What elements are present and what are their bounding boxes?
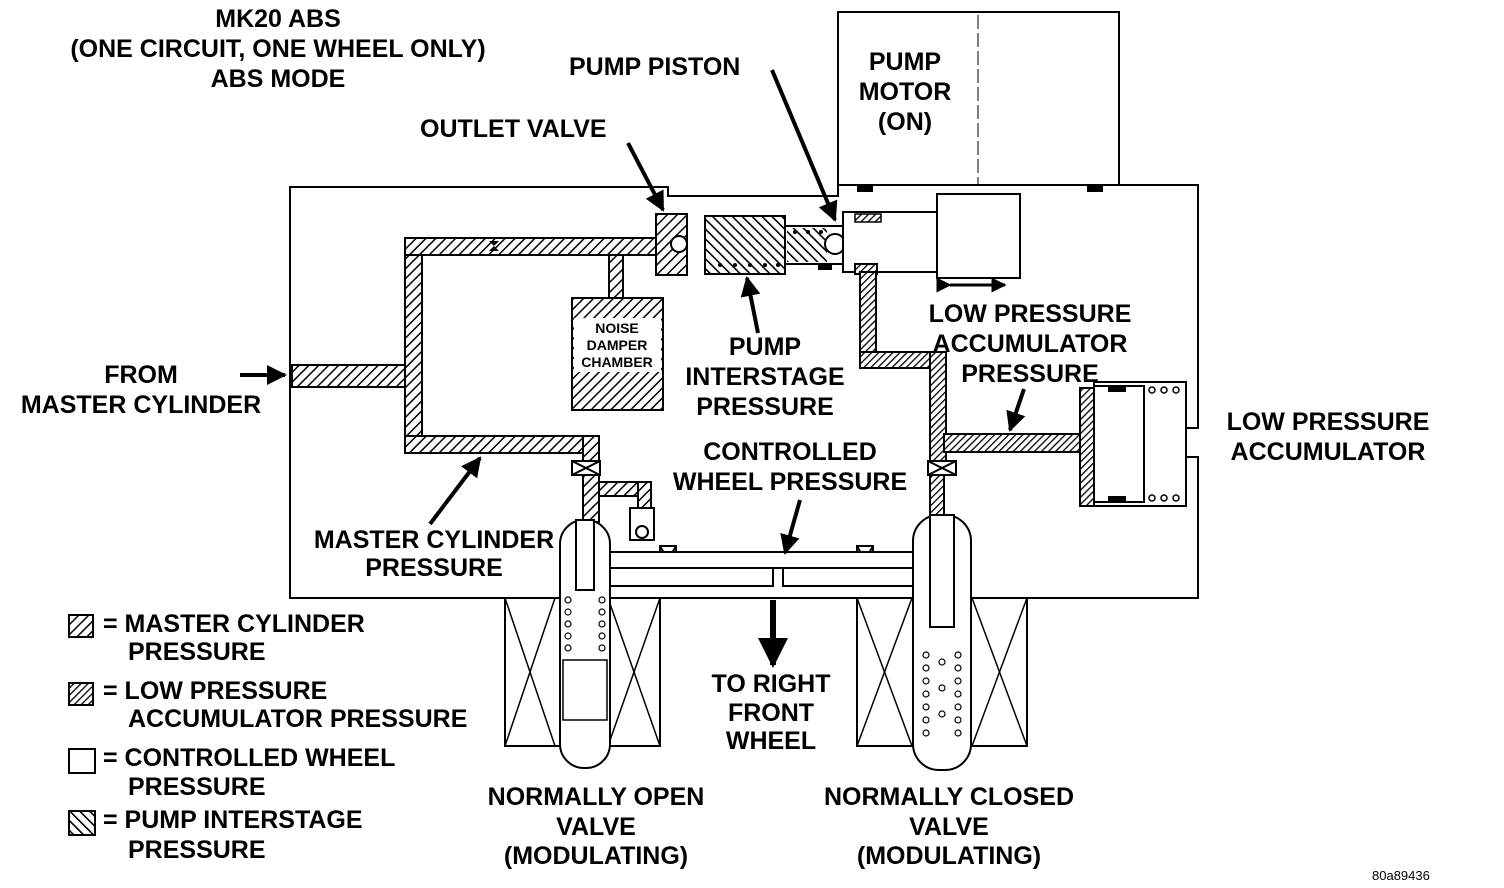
title-line-1: MK20 ABS <box>215 5 341 33</box>
label-lpa: LOW PRESSURE ACCUMULATOR <box>1227 408 1430 466</box>
arrows <box>240 69 1026 668</box>
pump-piston <box>842 193 1021 293</box>
svg-text:ACCUMULATOR PRESSURE: ACCUMULATOR PRESSURE <box>128 705 467 733</box>
svg-text:PRESSURE: PRESSURE <box>128 773 266 801</box>
label-to-right-front: TO RIGHT FRONT WHEEL <box>712 670 831 755</box>
label-controlled-wheel: CONTROLLED WHEEL PRESSURE <box>673 438 907 496</box>
legend-swatch-interstage <box>68 810 96 836</box>
svg-text:(ON): (ON) <box>878 108 932 136</box>
svg-text:(MODULATING): (MODULATING) <box>857 842 1041 870</box>
svg-text:PUMP: PUMP <box>729 333 801 361</box>
svg-text:PRESSURE: PRESSURE <box>696 393 834 421</box>
noise-damper-window <box>574 318 661 372</box>
master-pressure-arrow <box>428 456 482 526</box>
svg-text:PRESSURE: PRESSURE <box>365 554 503 582</box>
legend-swatch-wheel <box>68 748 96 774</box>
master-passage-marks <box>489 241 499 251</box>
svg-text:MOTOR: MOTOR <box>859 78 952 106</box>
svg-text:NOISE: NOISE <box>595 320 639 336</box>
title-line-2: (ONE CIRCUIT, ONE WHEEL ONLY) <box>70 35 485 63</box>
master-cylinder-passages <box>291 213 688 531</box>
svg-text:TO RIGHT: TO RIGHT <box>712 670 831 698</box>
svg-text:PRESSURE: PRESSURE <box>128 638 266 666</box>
svg-text:WHEEL: WHEEL <box>726 727 816 755</box>
svg-text:LOW PRESSURE: LOW PRESSURE <box>1227 408 1430 436</box>
lpa-passages <box>854 263 1095 516</box>
title-line-3: ABS MODE <box>211 65 346 93</box>
low-pressure-accumulator <box>1093 381 1187 507</box>
svg-text:ACCUMULATOR: ACCUMULATOR <box>933 330 1128 358</box>
legend: = MASTER CYLINDER PRESSURE = LOW PRESSUR… <box>68 610 467 864</box>
legend-item-interstage: = PUMP INTERSTAGE PRESSURE <box>68 806 363 864</box>
wheel-passages <box>602 551 936 587</box>
svg-text:CHAMBER: CHAMBER <box>581 354 653 370</box>
label-lpa-pressure: LOW PRESSURE ACCUMULATOR PRESSURE <box>929 300 1132 388</box>
svg-text:ACCUMULATOR: ACCUMULATOR <box>1231 438 1426 466</box>
svg-text:FROM: FROM <box>104 361 178 389</box>
check-valve <box>629 507 655 541</box>
normally-open-valve <box>504 519 661 769</box>
diagram-title: MK20 ABS (ONE CIRCUIT, ONE WHEEL ONLY) A… <box>70 5 485 93</box>
svg-text:PRESSURE: PRESSURE <box>128 836 266 864</box>
label-outlet-valve: OUTLET VALVE <box>420 115 607 143</box>
svg-text:VALVE: VALVE <box>909 813 989 841</box>
figure-id: 80a89436 <box>1372 868 1430 883</box>
svg-text:PRESSURE: PRESSURE <box>961 360 1099 388</box>
svg-text:= CONTROLLED WHEEL: = CONTROLLED WHEEL <box>103 744 395 772</box>
svg-text:WHEEL PRESSURE: WHEEL PRESSURE <box>673 468 907 496</box>
svg-text:PUMP: PUMP <box>869 48 941 76</box>
wheel-pressure-arrow <box>780 499 802 555</box>
label-pump-piston: PUMP PISTON <box>569 53 740 81</box>
outlet-valve-arrow <box>626 142 665 212</box>
label-pump-interstage: PUMP INTERSTAGE PRESSURE <box>685 333 844 421</box>
legend-swatch-master <box>68 614 94 638</box>
svg-text:CONTROLLED: CONTROLLED <box>703 438 877 466</box>
label-nc-valve: NORMALLY CLOSED VALVE (MODULATING) <box>824 783 1074 870</box>
pump-piston-arrow <box>770 69 838 222</box>
svg-text:(MODULATING): (MODULATING) <box>504 842 688 870</box>
pump-interstage <box>704 215 846 275</box>
legend-swatch-lpa <box>68 682 94 706</box>
label-from-master: FROM MASTER CYLINDER <box>21 361 261 419</box>
svg-text:= MASTER CYLINDER: = MASTER CYLINDER <box>103 610 365 638</box>
label-pump-motor: PUMP MOTOR (ON) <box>859 48 952 136</box>
label-no-valve: NORMALLY OPEN VALVE (MODULATING) <box>488 783 705 870</box>
lpa-pressure-arrow <box>1006 388 1026 432</box>
svg-text:= PUMP INTERSTAGE: = PUMP INTERSTAGE <box>103 806 363 834</box>
svg-text:LOW PRESSURE: LOW PRESSURE <box>929 300 1132 328</box>
svg-text:FRONT: FRONT <box>728 699 814 727</box>
legend-item-wheel: = CONTROLLED WHEEL PRESSURE <box>68 744 395 801</box>
svg-text:NORMALLY OPEN: NORMALLY OPEN <box>488 783 705 811</box>
legend-item-lpa: = LOW PRESSURE ACCUMULATOR PRESSURE <box>68 677 467 733</box>
legend-item-master: = MASTER CYLINDER PRESSURE <box>68 610 365 666</box>
normally-closed-valve <box>856 514 1028 771</box>
svg-text:MASTER CYLINDER: MASTER CYLINDER <box>314 526 554 554</box>
interstage-arrow <box>740 276 761 334</box>
svg-text:MASTER CYLINDER: MASTER CYLINDER <box>21 391 261 419</box>
svg-text:NORMALLY CLOSED: NORMALLY CLOSED <box>824 783 1074 811</box>
svg-text:VALVE: VALVE <box>556 813 636 841</box>
label-noise-damper: NOISE DAMPER CHAMBER <box>581 320 653 370</box>
svg-text:= LOW PRESSURE: = LOW PRESSURE <box>103 677 327 705</box>
outlet-valve-ball <box>670 235 688 253</box>
svg-text:DAMPER: DAMPER <box>587 337 648 353</box>
label-master-cyl-pressure: MASTER CYLINDER PRESSURE <box>314 526 554 582</box>
svg-text:INTERSTAGE: INTERSTAGE <box>685 363 844 391</box>
